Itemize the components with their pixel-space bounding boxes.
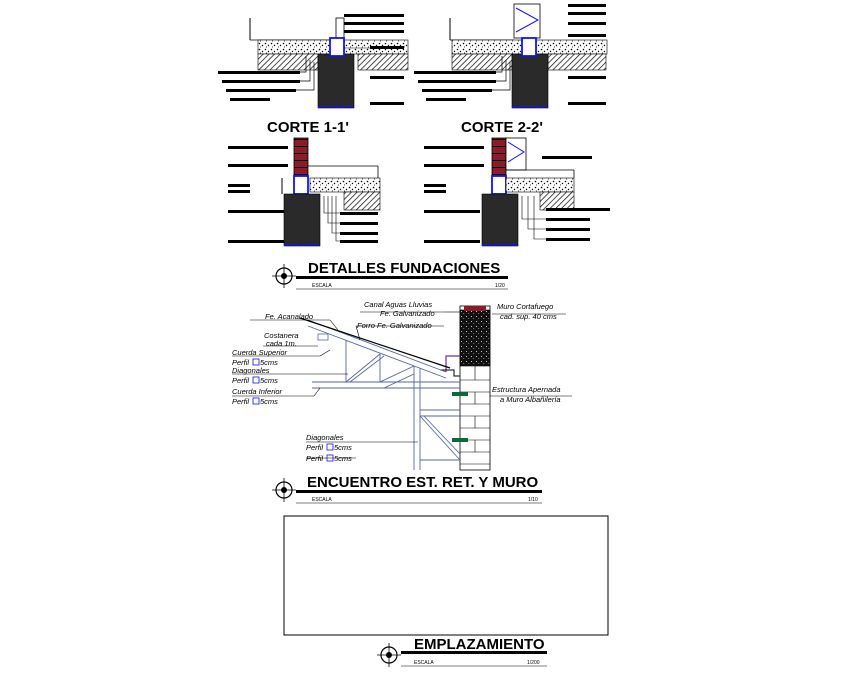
label-canal-2: Fe. Galvanizado (380, 309, 435, 318)
encuentro-drawing (232, 305, 572, 471)
label-perfil-c: Perfil (232, 397, 249, 406)
label-costanera-1: Costanera (264, 331, 299, 340)
label-perfil-a: Perfil (232, 358, 249, 367)
label-cuerda-inf: Cuerda Inferior (232, 387, 283, 396)
label-fe-acanalado: Fe. Acanalado (265, 312, 313, 321)
corte-2-title: CORTE 2-2' (461, 119, 543, 136)
label-perfil-c-size: 5cms (260, 397, 278, 406)
emplazamiento-frame (283, 515, 609, 636)
label-diagonales-b: Diagonales (306, 433, 344, 442)
label-estructura-2: a Muro Albañilería (500, 395, 561, 404)
encuentro-title: ENCUENTRO EST. RET. Y MURO (307, 474, 538, 491)
corte-2-drawing (414, 3, 608, 109)
detail-3-drawing (228, 137, 381, 247)
encuentro-escala: ESCALA (312, 497, 332, 503)
label-cuerda-sup: Cuerda Superior (232, 348, 288, 357)
encuentro-ratio: 1/10 (528, 497, 538, 503)
label-perfil-e-size: 5cms (334, 454, 352, 463)
emplazamiento-ratio: 1/200 (527, 660, 540, 666)
label-diagonales-a: Diagonales (232, 366, 270, 375)
detalles-title: DETALLES FUNDACIONES (308, 260, 500, 277)
label-perfil-b-size: 5cms (260, 376, 278, 385)
detalles-title-block (272, 264, 508, 290)
emplazamiento-title: EMPLAZAMIENTO (414, 636, 545, 653)
label-canal-1: Canal Aguas Lluvias (364, 300, 432, 309)
profile-square-icon (326, 443, 334, 451)
profile-square-icon (252, 397, 260, 405)
label-perfil-d-size: 5cms (334, 443, 352, 452)
label-perfil-e: Perfil (306, 454, 323, 463)
label-muro-2: cad. sup. 40 cms (500, 312, 557, 321)
encuentro-title-block (272, 478, 542, 504)
corte-1-title: CORTE 1-1' (267, 119, 349, 136)
detail-4-drawing (424, 137, 610, 247)
label-forro: Forro Fe. Galvanizado (357, 321, 432, 330)
profile-square-icon (252, 358, 260, 366)
label-perfil-a-size: 5cms (260, 358, 278, 367)
emplazamiento-escala: ESCALA (414, 660, 434, 666)
profile-square-icon (326, 454, 334, 462)
emplazamiento-title-block (377, 643, 547, 667)
label-perfil-d: Perfil (306, 443, 323, 452)
label-perfil-b: Perfil (232, 376, 249, 385)
detalles-ratio: 1/20 (495, 283, 505, 289)
detalles-escala: ESCALA (312, 283, 332, 289)
corte-1-drawing (218, 14, 409, 109)
label-estructura-1: Estructura Apernada (492, 385, 561, 394)
profile-square-icon (252, 376, 260, 384)
label-costanera-2: cada 1m. (266, 339, 297, 348)
label-muro-1: Muro Cortafuego (497, 302, 553, 311)
